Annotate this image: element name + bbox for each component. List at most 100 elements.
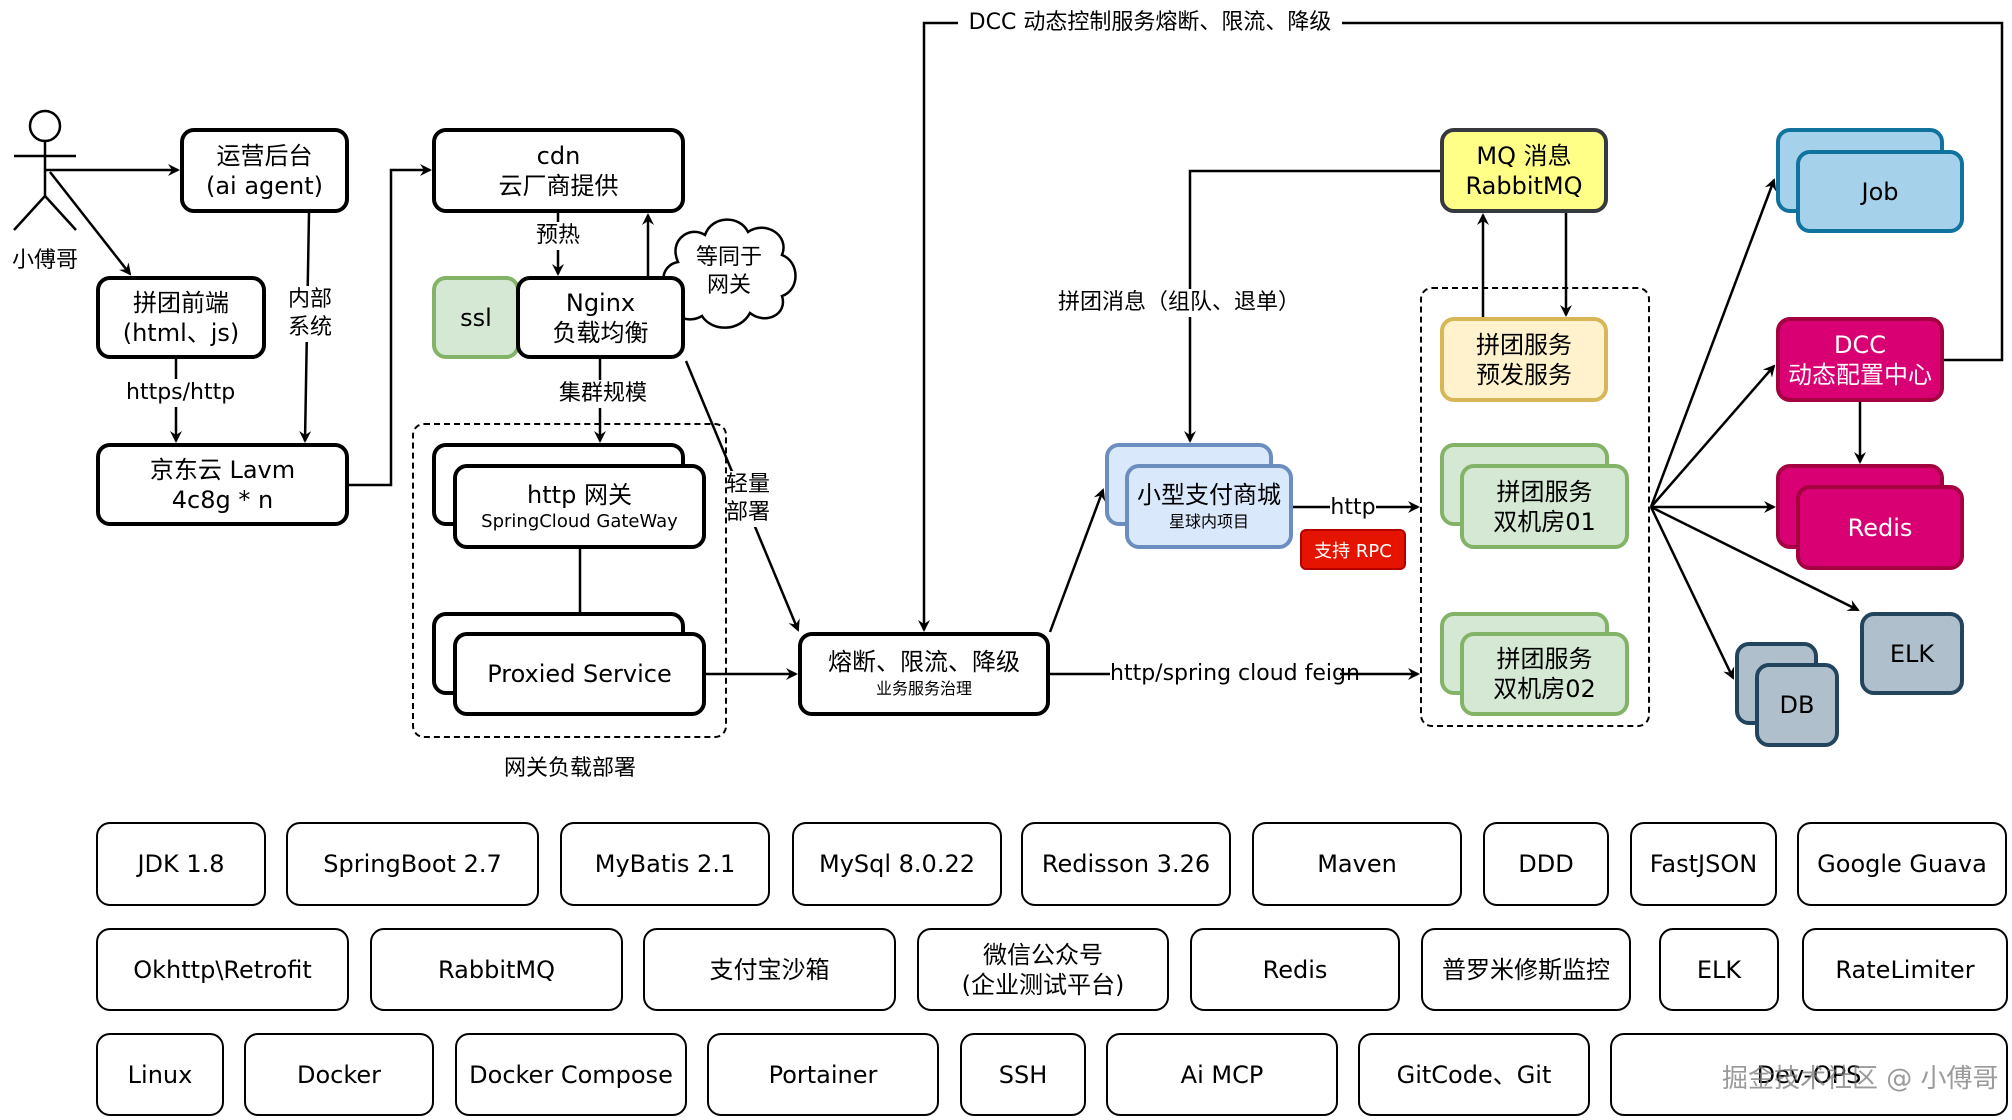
- room02-title: 拼团服务: [1496, 645, 1593, 673]
- edge-group-job: [1649, 178, 1777, 508]
- https-http-label: https/http: [126, 379, 236, 407]
- pre-release-box[interactable]: 拼团服务 预发服务: [1440, 317, 1608, 402]
- mall-subtitle: 星球内项目: [1168, 511, 1249, 531]
- edge-jd-cdn: [349, 164, 432, 487]
- service-group: [1420, 287, 1650, 727]
- db-label: DB: [1779, 691, 1815, 719]
- gateway-group: [412, 423, 727, 738]
- edge-group-dcc: [1650, 364, 1776, 508]
- dcc-title: DCC: [1834, 330, 1886, 359]
- governance-subtitle: 业务服务治理: [875, 679, 972, 698]
- cdn-box[interactable]: cdn 云厂商提供: [432, 128, 685, 213]
- pre-release-subtitle: 预发服务: [1476, 360, 1572, 389]
- governance-title: 熔断、限流、降级: [828, 648, 1020, 676]
- edge-governance-mall: [1048, 488, 1106, 633]
- nginx-box[interactable]: Nginx 负载均衡: [516, 276, 685, 359]
- tech-springboot: SpringBoot 2.7: [286, 822, 539, 906]
- dcc-box[interactable]: DCC 动态配置中心: [1776, 317, 1944, 402]
- room02-box[interactable]: 拼团服务 双机房02: [1460, 632, 1629, 716]
- dcc-control-label: DCC 动态控制服务熔断、限流、降级: [958, 9, 1342, 37]
- actor-label: 小傅哥: [11, 248, 78, 273]
- mall-box[interactable]: 小型支付商城 星球内项目: [1125, 464, 1293, 549]
- tech-redis: Redis: [1190, 928, 1400, 1011]
- edge-group-db: [1649, 506, 1735, 680]
- cdn-subtitle: 云厂商提供: [498, 171, 619, 200]
- tech-ai-mcp: Ai MCP: [1106, 1033, 1338, 1116]
- tech-maven: Maven: [1252, 822, 1462, 906]
- tech-fastjson: FastJSON: [1630, 822, 1777, 906]
- tech-mybatis: MyBatis 2.1: [560, 822, 770, 906]
- http-gateway-subtitle: SpringCloud GateWay: [481, 510, 678, 532]
- db-box[interactable]: DB: [1755, 663, 1839, 747]
- ops-backend-box[interactable]: 运营后台 (ai agent): [180, 128, 349, 213]
- ops-backend-subtitle: (ai agent): [205, 171, 324, 200]
- preheat-label: 预热: [531, 222, 585, 250]
- actor-head: [28, 109, 62, 143]
- http-gateway-title: http 网关: [527, 480, 632, 509]
- http-gateway-box[interactable]: http 网关 SpringCloud GateWay: [453, 464, 706, 549]
- tech-linux: Linux: [96, 1033, 224, 1116]
- ssl-box[interactable]: ssl: [432, 276, 520, 359]
- proxied-service-box[interactable]: Proxied Service: [453, 632, 706, 716]
- nginx-subtitle: 负载均衡: [552, 318, 649, 347]
- pre-release-title: 拼团服务: [1476, 330, 1572, 359]
- tech-devops: Dev-OPS: [1610, 1033, 2008, 1116]
- frontend-subtitle: (html、js): [122, 318, 240, 347]
- cloud-note: 等同于网关: [695, 245, 762, 298]
- frontend-box[interactable]: 拼团前端 (html、js): [96, 276, 266, 359]
- mq-box[interactable]: MQ 消息 RabbitMQ: [1440, 128, 1608, 213]
- tech-rabbitmq: RabbitMQ: [370, 928, 623, 1011]
- lightweight-deploy-label: 轻量部署: [722, 471, 774, 527]
- tech-ratelimiter: RateLimiter: [1802, 928, 2008, 1011]
- jd-cloud-box[interactable]: 京东云 Lavm 4c8g * n: [96, 443, 349, 526]
- tech-git: GitCode、Git: [1358, 1033, 1590, 1116]
- governance-box[interactable]: 熔断、限流、降级 业务服务治理: [798, 632, 1050, 716]
- elk-label: ELK: [1889, 639, 1935, 668]
- gateway-group-label: 网关负载部署: [503, 756, 636, 781]
- tech-docker: Docker: [244, 1033, 434, 1116]
- tech-alipay-sandbox: 支付宝沙箱: [643, 928, 896, 1011]
- job-box[interactable]: Job: [1796, 150, 1964, 233]
- redis-box[interactable]: Redis: [1796, 485, 1964, 570]
- feign-label: http/spring cloud feign: [1110, 660, 1360, 688]
- room01-box[interactable]: 拼团服务 双机房01: [1460, 464, 1629, 549]
- tech-ssh: SSH: [960, 1033, 1086, 1116]
- tech-prometheus: 普罗米修斯监控: [1421, 928, 1631, 1011]
- redis-label: Redis: [1847, 513, 1913, 542]
- tech-okhttp: Okhttp\Retrofit: [96, 928, 349, 1011]
- job-label: Job: [1861, 177, 1899, 206]
- elk-box[interactable]: ELK: [1860, 612, 1964, 695]
- group-message-label: 拼团消息（组队、退单）: [1058, 289, 1301, 317]
- mq-title: MQ 消息: [1476, 141, 1572, 170]
- tech-redisson: Redisson 3.26: [1021, 822, 1231, 906]
- watermark: 掘金技术社区 @ 小傅哥: [1722, 1064, 1999, 1094]
- tech-elk: ELK: [1659, 928, 1779, 1011]
- tech-docker-compose: Docker Compose: [455, 1033, 687, 1116]
- tech-mysql: MySql 8.0.22: [792, 822, 1002, 906]
- frontend-title: 拼团前端: [133, 288, 229, 317]
- jd-cloud-spec: 4c8g * n: [171, 485, 274, 514]
- edge-group-elk: [1650, 505, 1860, 612]
- cdn-title: cdn: [536, 141, 581, 170]
- mall-title: 小型支付商城: [1137, 480, 1281, 509]
- tech-wechat: 微信公众号 (企业测试平台): [917, 928, 1169, 1011]
- room01-title: 拼团服务: [1496, 477, 1593, 506]
- edge-mq-mall: [1184, 169, 1440, 443]
- jd-cloud-title: 京东云 Lavm: [149, 455, 296, 484]
- edge-dcc-governance: [918, 21, 2004, 632]
- room02-subtitle: 双机房02: [1493, 675, 1596, 703]
- room01-subtitle: 双机房01: [1493, 507, 1596, 536]
- dcc-subtitle: 动态配置中心: [1788, 360, 1932, 389]
- tech-portainer: Portainer: [707, 1033, 939, 1116]
- tech-ddd: DDD: [1483, 822, 1609, 906]
- tech-guava: Google Guava: [1797, 822, 2007, 906]
- nginx-title: Nginx: [565, 288, 636, 317]
- mq-subtitle: RabbitMQ: [1465, 171, 1583, 200]
- internal-system-label: 内部系统: [284, 286, 336, 342]
- ssl-label: ssl: [460, 303, 492, 332]
- cluster-scale-label: 集群规模: [555, 380, 651, 408]
- http-label: http: [1330, 494, 1376, 522]
- rpc-badge: 支持 RPC: [1300, 529, 1406, 570]
- edge-actor-frontend: [49, 171, 132, 276]
- tech-jdk: JDK 1.8: [96, 822, 266, 906]
